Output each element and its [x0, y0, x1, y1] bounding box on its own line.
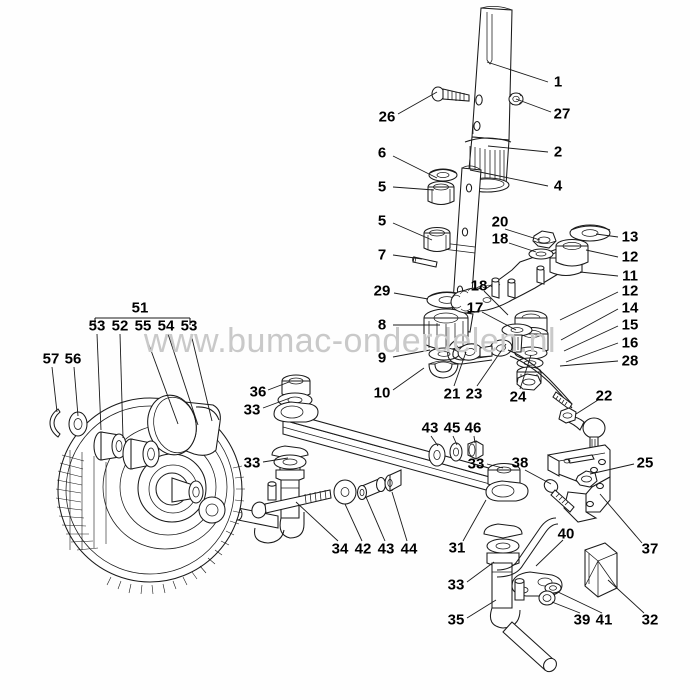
part-7-roll-pin — [412, 256, 438, 268]
part-26-bolt — [431, 86, 470, 102]
part-32-pedal-pad — [584, 542, 618, 598]
callout-number-53: 53 — [180, 317, 198, 335]
callout-number-18: 18 — [491, 230, 509, 248]
callout-number-39: 39 — [573, 611, 591, 629]
part-34-bolt — [251, 481, 332, 519]
callout-number-26: 26 — [378, 108, 396, 126]
callout-number-12: 12 — [621, 282, 639, 300]
part-38-bolt — [543, 479, 575, 513]
part-57-circlip — [49, 408, 61, 438]
callout-number-9: 9 — [377, 349, 387, 367]
callout-number-29: 29 — [373, 282, 391, 300]
callout-number-57: 57 — [42, 350, 60, 368]
callout-number-44: 44 — [400, 540, 418, 558]
part-22-ball-joint — [558, 407, 606, 451]
callout-number-53: 53 — [88, 317, 106, 335]
callout-number-37: 37 — [641, 540, 659, 558]
part-8-steering-hub — [423, 308, 469, 352]
callout-number-43: 43 — [421, 419, 439, 437]
callout-number-21: 21 — [443, 385, 461, 403]
callout-number-17: 17 — [466, 299, 484, 317]
callout-number-51: 51 — [131, 299, 149, 317]
part-52-spacer — [122, 438, 160, 470]
callout-number-34: 34 — [331, 540, 349, 558]
callout-number-56: 56 — [64, 350, 82, 368]
part-42-washer — [333, 479, 357, 505]
leader-lines — [51, 61, 645, 619]
callout-number-41: 41 — [595, 611, 613, 629]
part-45-spring-washer — [449, 442, 463, 462]
part-1-steering-tube — [471, 6, 513, 141]
part-43b-spacer — [356, 476, 387, 501]
callout-number-10: 10 — [373, 384, 391, 402]
part-5b-bushing — [423, 226, 451, 253]
callout-number-7: 7 — [377, 246, 387, 264]
callout-number-40: 40 — [557, 525, 575, 543]
callout-number-33: 33 — [447, 576, 465, 594]
callout-number-42: 42 — [354, 540, 372, 558]
callout-number-54: 54 — [157, 317, 175, 335]
callout-number-18: 18 — [470, 277, 488, 295]
part-40-steering-rod — [496, 517, 559, 578]
callout-number-35: 35 — [447, 611, 465, 629]
part-6-thrust-washer — [428, 168, 458, 182]
callout-number-11: 11 — [622, 267, 638, 285]
callout-number-52: 52 — [111, 317, 129, 335]
callout-number-33: 33 — [243, 401, 261, 419]
part-25-37-mounting-bracket — [547, 444, 611, 523]
callout-number-6: 6 — [377, 144, 387, 162]
callout-number-22: 22 — [595, 387, 613, 405]
callout-number-15: 15 — [621, 316, 639, 334]
callout-number-13: 13 — [621, 228, 639, 246]
part-44-bush — [384, 469, 402, 492]
callout-number-5: 5 — [377, 178, 387, 196]
part-39-41-link — [511, 571, 563, 606]
callout-number-31: 31 — [448, 539, 466, 557]
callout-number-36: 36 — [249, 383, 267, 401]
callout-number-33: 33 — [243, 454, 261, 472]
callout-number-8: 8 — [377, 316, 387, 334]
part-21-23-drag-link — [447, 339, 513, 365]
part-46-nut — [467, 440, 484, 460]
callout-number-24: 24 — [509, 388, 527, 406]
part-13-washer — [569, 224, 611, 242]
callout-number-14: 14 — [621, 299, 639, 317]
callout-number-16: 16 — [621, 334, 639, 352]
group-brace-51 — [94, 317, 191, 325]
callout-number-4: 4 — [553, 177, 563, 195]
callout-number-5: 5 — [377, 212, 387, 230]
part-43a-washer — [428, 443, 446, 467]
callout-number-43: 43 — [377, 540, 395, 558]
callout-number-32: 32 — [641, 611, 659, 629]
callout-number-46: 46 — [464, 419, 482, 437]
part-right-spindle-arm — [483, 480, 557, 673]
callout-number-55: 55 — [134, 317, 152, 335]
callout-number-20: 20 — [491, 213, 509, 231]
callout-number-38: 38 — [511, 454, 529, 472]
part-28-nut — [516, 373, 542, 391]
callout-number-2: 2 — [553, 143, 563, 161]
callout-number-25: 25 — [636, 454, 654, 472]
part-10-saddle-clip — [428, 360, 459, 379]
callout-number-28: 28 — [621, 352, 639, 370]
callout-number-1: 1 — [553, 73, 563, 91]
callout-number-27: 27 — [553, 105, 571, 123]
callout-number-45: 45 — [443, 419, 461, 437]
part-5a-bushing — [427, 180, 455, 206]
part-53a-bush — [93, 431, 127, 461]
part-17-pivot-bolt — [501, 323, 533, 353]
part-20-lock-nut — [532, 230, 557, 249]
callout-number-23: 23 — [465, 385, 483, 403]
callout-number-33: 33 — [467, 455, 485, 473]
part-12a-bushing — [555, 238, 589, 267]
callout-number-12: 12 — [621, 248, 639, 266]
